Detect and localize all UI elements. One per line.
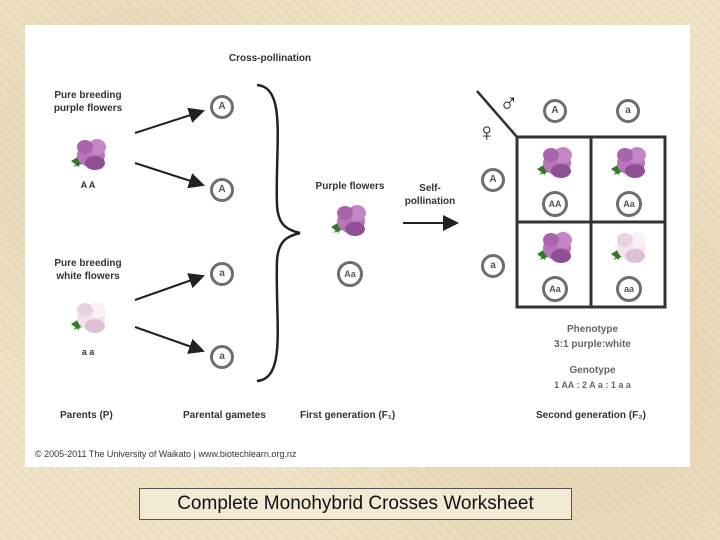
footer-gametes: Parental gametes (183, 410, 266, 421)
male-symbol: ♂ (499, 87, 519, 117)
gamete-p1-2: A (210, 178, 234, 202)
f1-genotype: Aa (337, 261, 363, 287)
female-gamete-2: a (481, 254, 505, 278)
f1-purple-flower (331, 205, 366, 236)
self-pollination-label: Self- pollination (404, 183, 456, 207)
gamete-p2-1: a (210, 262, 234, 286)
parent2-genotype: a a (81, 347, 95, 357)
punnett-genotype-4: aa (616, 276, 642, 302)
gamete-p1-1: A (210, 95, 234, 119)
phenotype-title: Phenotype (566, 324, 619, 335)
arrow-p2-g2 (134, 326, 205, 354)
phenotype-ratio: 3:1 purple:white (554, 339, 631, 350)
female-gamete-1: A (481, 168, 505, 192)
female-symbol: ♀ (477, 117, 497, 147)
worksheet-caption: Complete Monohybrid Crosses Worksheet (139, 488, 572, 520)
punnett-genotype-2: Aa (616, 191, 642, 217)
punnett-diagonal (476, 90, 518, 138)
parent1-label: Pure breeding purple flowers (53, 90, 123, 114)
genotype-title: Genotype (569, 365, 616, 376)
parent-white-flower (71, 302, 106, 333)
copyright-text: © 2005-2011 The University of Waikato | … (35, 449, 297, 459)
arrow-p1-g1 (134, 107, 205, 134)
arrow-p1-g2 (134, 162, 205, 189)
parent2-label: Pure breeding white flowers (54, 258, 122, 282)
f1-label: Purple flowers (315, 181, 385, 192)
male-gamete-2: a (616, 99, 640, 123)
gamete-p2-2: a (210, 345, 234, 369)
male-gamete-1: A (543, 99, 567, 123)
genotype-ratio: 1 AA : 2 A a : 1 a a (554, 380, 631, 390)
punnett-genotype-3: Aa (542, 276, 568, 302)
curly-brace (256, 83, 301, 383)
parent-purple-flower (71, 139, 106, 170)
footer-f2: Second generation (F₂) (536, 410, 647, 421)
parent1-genotype: A A (80, 180, 96, 190)
footer-parents: Parents (P) (60, 410, 113, 421)
cross-pollination-title: Cross-pollination (228, 53, 312, 64)
diagram-graphics (71, 83, 667, 383)
diagram-panel: Cross-pollination Pure breeding purple f… (25, 25, 690, 467)
arrow-p2-g1 (134, 273, 205, 301)
punnett-genotype-1: AA (542, 191, 568, 217)
footer-f1: First generation (F₁) (300, 410, 396, 421)
